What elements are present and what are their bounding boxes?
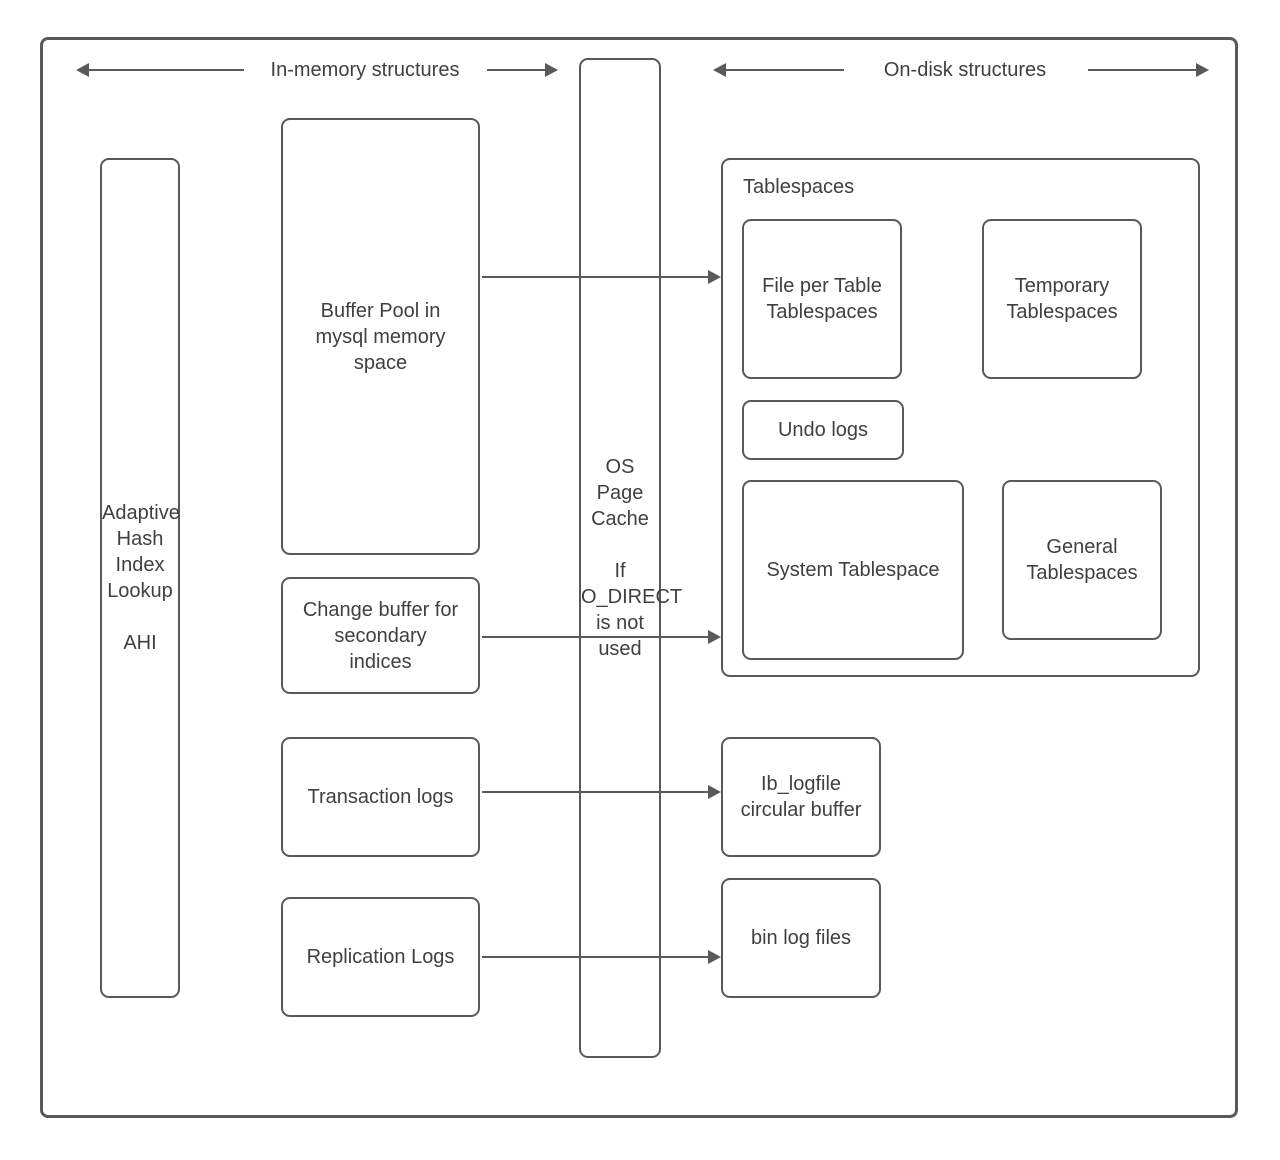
arrow-right-icon [545,63,558,77]
general-tablespaces-box: General Tablespaces [1002,480,1162,640]
tablespaces-group: Tablespaces File per Table Tablespaces T… [721,158,1200,677]
arrow-right-icon [1196,63,1209,77]
arrow-left-icon [713,63,726,77]
file-per-table-tablespaces-box: File per Table Tablespaces [742,219,902,379]
buffer-pool-label: Buffer Pool in mysql memory space [315,299,446,374]
adaptive-hash-index-box: Adaptive Hash Index Lookup AHI [100,158,180,998]
on-disk-structures-header: On-disk structures [860,55,1070,85]
bin-log-files-box: bin log files [721,878,881,998]
on-disk-structures-label: On-disk structures [883,58,1047,81]
ib-logfile-box: Ib_logfile circular buffer [721,737,881,857]
connector-line [482,791,708,793]
arrow-right-icon [708,270,721,284]
arrow-right-icon [708,950,721,964]
arrow-right-icon [708,785,721,799]
arrow-left-icon [76,63,89,77]
undo-logs-label: Undo logs [777,419,869,441]
replication-logs-box: Replication Logs [281,897,480,1017]
in-memory-left-arrow-line [89,69,244,71]
on-disk-right-arrow-line [1088,69,1196,71]
ib-logfile-label: Ib_logfile circular buffer [740,773,862,821]
in-memory-structures-label: In-memory structures [270,58,460,81]
replication-logs-label: Replication Logs [306,946,455,968]
bin-log-files-label: bin log files [750,927,852,949]
in-memory-structures-header: In-memory structures [250,55,480,85]
undo-logs-box: Undo logs [742,400,904,460]
buffer-pool-box: Buffer Pool in mysql memory space [281,118,480,555]
in-memory-right-arrow-line [487,69,545,71]
transaction-logs-box: Transaction logs [281,737,480,857]
change-buffer-label: Change buffer for secondary indices [302,598,459,673]
os-page-cache-box: OS Page Cache If O_DIRECT is not used [579,58,683,1058]
transaction-logs-label: Transaction logs [307,786,454,808]
on-disk-left-arrow-line [726,69,844,71]
system-tablespace-label: System Tablespace [766,559,940,581]
general-tablespaces-label: General Tablespaces [1026,536,1138,584]
connector-line [482,956,708,958]
temporary-tablespaces-box: Temporary Tablespaces [982,219,1142,379]
temporary-tablespaces-label: Temporary Tablespaces [1006,275,1118,323]
system-tablespace-box: System Tablespace [742,480,964,660]
connector-line [482,636,708,638]
tablespaces-group-label: Tablespaces [743,176,855,198]
os-page-cache-label: OS Page Cache If O_DIRECT is not used [581,456,683,660]
arrow-right-icon [708,630,721,644]
adaptive-hash-index-label: Adaptive Hash Index Lookup AHI [102,502,180,654]
file-per-table-tablespaces-label: File per Table Tablespaces [762,275,882,323]
change-buffer-box: Change buffer for secondary indices [281,577,480,694]
diagram-outer-frame [40,37,1238,1118]
connector-line [482,276,708,278]
